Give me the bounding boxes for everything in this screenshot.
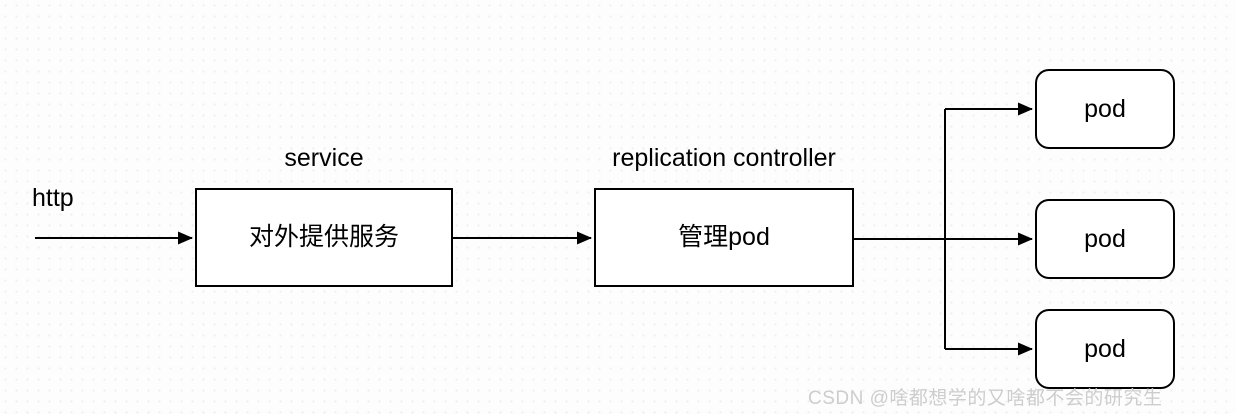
pod-node-3: pod	[1035, 309, 1175, 389]
service-node: 对外提供服务	[195, 188, 453, 287]
http-label: http	[32, 184, 74, 212]
service-title: service	[284, 144, 364, 172]
replication-controller-node-label: 管理pod	[678, 223, 770, 251]
service-node-label: 对外提供服务	[248, 223, 399, 251]
replication-controller-node: 管理pod	[594, 188, 854, 287]
replication-controller-title: replication controller	[612, 144, 836, 172]
pod-node-1: pod	[1035, 69, 1175, 149]
pod-node-1-label: pod	[1084, 94, 1126, 123]
csdn-watermark: CSDN @啥都想学的又啥都不会的研究生	[808, 388, 1163, 409]
pod-node-3-label: pod	[1084, 334, 1126, 363]
pod-node-2: pod	[1035, 199, 1175, 279]
pod-node-2-label: pod	[1084, 224, 1126, 253]
